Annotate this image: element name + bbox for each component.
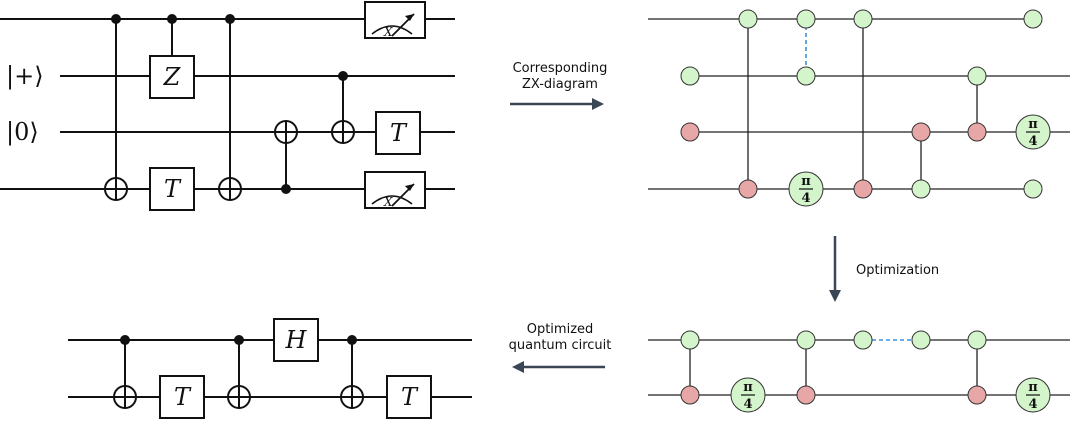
t-gate xyxy=(149,167,195,211)
x-spider xyxy=(680,122,700,142)
phase-label: π 4 xyxy=(1026,117,1040,149)
x-spider xyxy=(738,179,758,199)
control-dot xyxy=(225,14,235,24)
optimized-circuit-arrow: Optimized quantum circuit xyxy=(509,322,612,373)
svg-text:π: π xyxy=(1028,117,1038,132)
z-spider xyxy=(967,66,987,86)
z-spider xyxy=(911,179,931,199)
z-gate xyxy=(149,55,195,99)
t-gate xyxy=(159,375,205,419)
corresponding-arrow: Corresponding ZX-diagram xyxy=(510,61,607,110)
phase-label: π 4 xyxy=(1026,380,1040,412)
plus-state-label: |+⟩ xyxy=(6,62,44,91)
x-spider xyxy=(967,385,987,405)
zx-diagram-initial: π 4 π 4 xyxy=(648,9,1070,207)
z-spider xyxy=(680,66,700,86)
x-spider xyxy=(853,179,873,199)
optimized-label-line1: Optimized xyxy=(527,322,594,337)
optimized-label-line2: quantum circuit xyxy=(509,338,612,353)
svg-text:4: 4 xyxy=(1028,134,1037,149)
h-gate xyxy=(273,318,319,362)
svg-text:π: π xyxy=(1028,380,1038,395)
x-spider xyxy=(680,385,700,405)
z-spider xyxy=(1023,9,1043,29)
svg-text:4: 4 xyxy=(743,397,752,412)
control-dot xyxy=(347,335,357,345)
z-gate-label: Z xyxy=(163,63,182,91)
z-spider xyxy=(796,330,816,350)
z-spider xyxy=(796,9,816,29)
corresponding-label-line2: ZX-diagram xyxy=(522,77,598,92)
t-gate xyxy=(386,375,432,419)
x-spider xyxy=(967,122,987,142)
svg-text:4: 4 xyxy=(801,191,810,206)
z-spider xyxy=(796,66,816,86)
svg-text:4: 4 xyxy=(1028,397,1037,412)
t-gate-label: T xyxy=(174,383,192,411)
t-gate xyxy=(375,111,421,155)
optimized-circuit: T H T xyxy=(68,318,472,419)
svg-text:π: π xyxy=(801,174,811,189)
t-gate-label: T xyxy=(390,119,408,147)
control-dot xyxy=(111,14,121,24)
h-gate-label: H xyxy=(285,326,308,354)
measurement-basis-label: X xyxy=(383,25,393,39)
z-spider xyxy=(853,9,873,29)
x-spider xyxy=(796,385,816,405)
measurement-basis-label: X xyxy=(383,195,393,209)
control-dot xyxy=(120,335,130,345)
svg-text:π: π xyxy=(743,380,753,395)
arrow-head xyxy=(592,98,604,110)
t-gate-label: T xyxy=(164,175,182,203)
z-spider xyxy=(911,330,931,350)
control-dot xyxy=(234,335,244,345)
z-spider xyxy=(738,9,758,29)
phase-label: π 4 xyxy=(799,174,813,206)
z-spider xyxy=(680,330,700,350)
zx-diagram-optimized: π 4 π 4 xyxy=(648,330,1070,413)
control-dot xyxy=(281,184,291,194)
z-spider xyxy=(1023,179,1043,199)
control-dot xyxy=(167,14,177,24)
z-spider xyxy=(967,330,987,350)
z-spider xyxy=(853,330,873,350)
zero-state-label: |0⟩ xyxy=(6,118,39,147)
control-dot xyxy=(338,71,348,81)
x-spider xyxy=(911,122,931,142)
corresponding-label-line1: Corresponding xyxy=(513,61,608,76)
optimization-arrow: Optimization xyxy=(829,236,939,302)
optimization-label: Optimization xyxy=(856,263,939,278)
original-circuit: |+⟩ |0⟩ Z T T xyxy=(0,1,455,211)
phase-label: π 4 xyxy=(741,380,755,412)
t-gate-label: T xyxy=(401,383,419,411)
